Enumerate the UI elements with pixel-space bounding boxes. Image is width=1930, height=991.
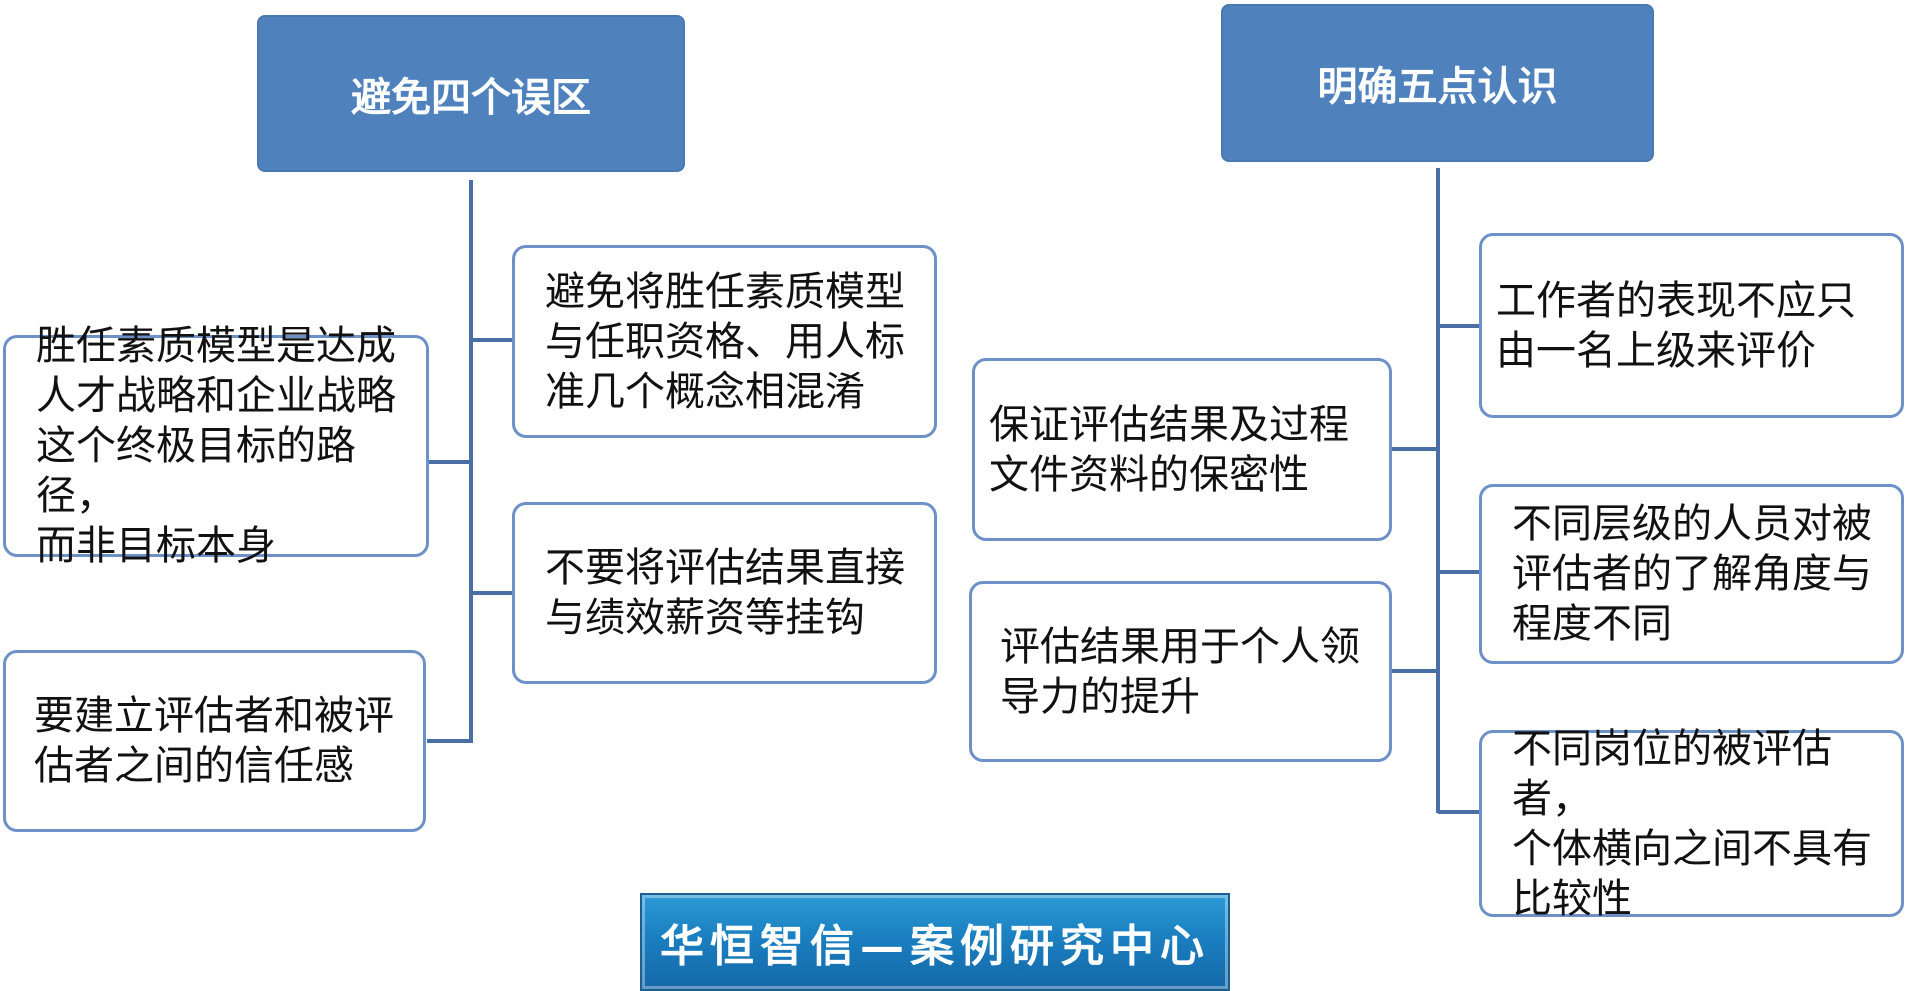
left-node-build-trust: 要建立评估者和被评 估者之间的信任感 <box>3 650 426 832</box>
right-node-confidentiality: 保证评估结果及过程 文件资料的保密性 <box>972 358 1392 541</box>
right-header: 明确五点认识 <box>1221 4 1654 162</box>
left-node-text: 要建立评估者和被评 估者之间的信任感 <box>34 693 394 789</box>
left-node-text: 避免将胜任素质模型 与任职资格、用人标 准几个概念相混淆 <box>545 268 905 415</box>
left-header-text: 避免四个误区 <box>351 74 591 121</box>
left-branch-line <box>427 460 471 464</box>
left-node-avoid-confusion: 避免将胜任素质模型 与任职资格、用人标 准几个概念相混淆 <box>512 245 937 438</box>
left-trunk-line <box>469 180 473 743</box>
right-branch-line <box>1438 810 1480 814</box>
right-trunk-line <box>1436 168 1440 813</box>
left-branch-line <box>427 739 471 743</box>
left-header: 避免四个误区 <box>257 15 685 172</box>
left-node-no-pay-link: 不要将评估结果直接 与绩效薪资等挂钩 <box>512 502 937 684</box>
left-node-text: 胜任素质模型是达成 人才战略和企业战略 这个终极目标的路径， 而非目标本身 <box>36 323 396 569</box>
right-branch-line <box>1390 447 1438 451</box>
right-node-multiple-raters: 工作者的表现不应只 由一名上级来评价 <box>1479 233 1904 418</box>
right-node-different-positions: 不同岗位的被评估者， 个体横向之间不具有 比较性 <box>1479 726 1904 922</box>
right-branch-line <box>1438 324 1480 328</box>
left-node-text: 不要将评估结果直接 与绩效薪资等挂钩 <box>545 545 905 641</box>
right-node-text: 保证评估结果及过程 文件资料的保密性 <box>989 401 1349 498</box>
left-branch-line <box>471 338 513 342</box>
right-node-leadership: 评估结果用于个人领 导力的提升 <box>969 581 1392 762</box>
right-node-text: 不同层级的人员对被 评估者的了解角度与 程度不同 <box>1512 501 1872 647</box>
right-branch-line <box>1438 570 1480 574</box>
brand-banner: 华恒智信—案例研究中心 <box>640 893 1230 991</box>
right-node-different-levels: 不同层级的人员对被 评估者的了解角度与 程度不同 <box>1479 484 1904 664</box>
right-node-text: 工作者的表现不应只 由一名上级来评价 <box>1496 277 1856 374</box>
left-node-goal-path: 胜任素质模型是达成 人才战略和企业战略 这个终极目标的路径， 而非目标本身 <box>3 323 429 569</box>
right-node-text: 评估结果用于个人领 导力的提升 <box>1000 623 1360 720</box>
right-header-text: 明确五点认识 <box>1317 64 1558 110</box>
right-node-text: 不同岗位的被评估者， 个体横向之间不具有 比较性 <box>1512 725 1872 922</box>
brand-banner-text: 华恒智信—案例研究中心 <box>660 921 1210 972</box>
right-branch-line <box>1390 669 1438 673</box>
left-branch-line <box>471 591 513 595</box>
